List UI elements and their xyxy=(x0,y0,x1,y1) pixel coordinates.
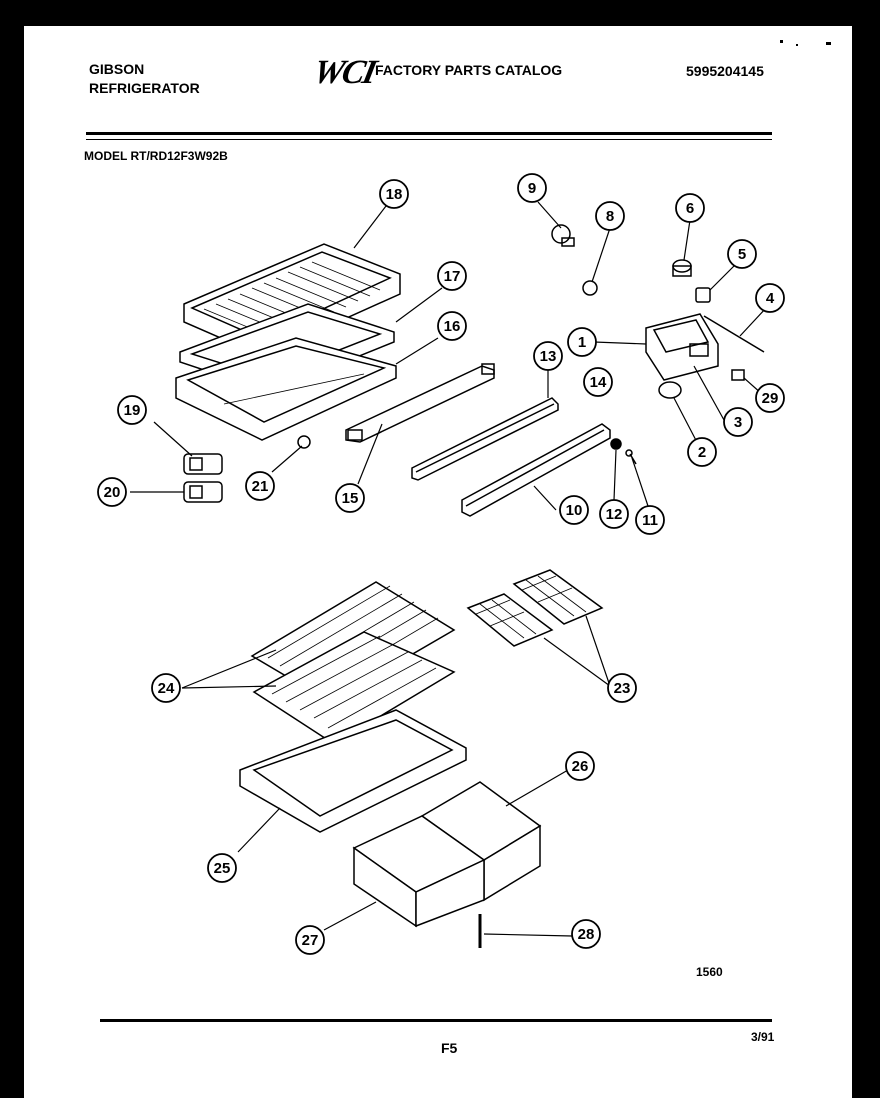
callout-12: 12 xyxy=(599,499,629,529)
svg-text:21: 21 xyxy=(252,478,269,495)
brand-name: GIBSON xyxy=(89,61,145,77)
svg-text:24: 24 xyxy=(158,680,175,697)
svg-text:13: 13 xyxy=(540,348,557,365)
lamp-bulb-part-9 xyxy=(551,224,575,247)
scan-speck xyxy=(826,42,831,45)
diagram-code: 1560 xyxy=(696,965,723,979)
callout-6: 6 xyxy=(675,193,705,223)
svg-text:11: 11 xyxy=(642,512,658,529)
svg-text:8: 8 xyxy=(606,208,614,225)
svg-text:5: 5 xyxy=(738,246,746,263)
svg-text:27: 27 xyxy=(302,932,319,949)
scan-speck xyxy=(780,40,783,43)
callout-23: 23 xyxy=(607,673,637,703)
svg-text:2: 2 xyxy=(698,444,706,461)
svg-text:26: 26 xyxy=(572,758,589,775)
callout-2: 2 xyxy=(687,437,717,467)
svg-text:6: 6 xyxy=(686,200,694,217)
wire-shelf-part-24 xyxy=(250,581,456,745)
svg-text:16: 16 xyxy=(444,318,461,335)
svg-text:29: 29 xyxy=(762,390,779,407)
svg-text:9: 9 xyxy=(528,180,536,197)
exploded-parts-diagram xyxy=(130,201,767,948)
catalog-title: FACTORY PARTS CATALOG xyxy=(375,62,563,78)
callout-9: 9 xyxy=(517,173,547,203)
callout-25: 25 xyxy=(207,853,237,883)
svg-text:25: 25 xyxy=(214,860,231,877)
header-rule-thin xyxy=(86,139,772,140)
svg-text:15: 15 xyxy=(342,490,359,507)
control-housing-part-1 xyxy=(645,313,719,381)
svg-text:23: 23 xyxy=(614,680,631,697)
ice-tray-part-23 xyxy=(466,569,604,647)
svg-text:10: 10 xyxy=(566,502,583,519)
parts-catalog-page: GIBSON REFRIGERATOR WCI FACTORY PARTS CA… xyxy=(24,26,852,1098)
callout-20: 20 xyxy=(97,477,127,507)
callout-4: 4 xyxy=(755,283,785,313)
callout-29: 29 xyxy=(755,383,785,413)
callout-16: 16 xyxy=(437,311,467,341)
callout-14: 14 xyxy=(583,367,613,397)
cover-part-3 xyxy=(689,343,709,357)
svg-text:17: 17 xyxy=(444,268,461,285)
rail-part-13 xyxy=(411,397,559,481)
bracket-part-19 xyxy=(183,453,223,475)
svg-text:19: 19 xyxy=(124,402,141,419)
callout-labels: 18 17 16 19 20 21 15 13 14 10 12 11 9 8 … xyxy=(97,173,785,955)
shelf-part-16 xyxy=(175,337,397,441)
callout-8: 8 xyxy=(595,201,625,231)
rail-part-10 xyxy=(461,423,611,517)
callout-15: 15 xyxy=(335,483,365,513)
screw-part-12 xyxy=(610,438,622,450)
svg-text:28: 28 xyxy=(578,926,595,943)
callout-24: 24 xyxy=(151,673,181,703)
svg-text:4: 4 xyxy=(766,290,775,307)
callout-11: 11 xyxy=(635,505,665,535)
callout-26: 26 xyxy=(565,751,595,781)
knob-part-6 xyxy=(672,259,692,277)
callout-19: 19 xyxy=(117,395,147,425)
svg-text:12: 12 xyxy=(606,506,623,523)
catalog-number: 5995204145 xyxy=(686,63,764,79)
socket-part-8 xyxy=(582,280,598,296)
svg-text:18: 18 xyxy=(386,186,403,203)
crisper-drawer-part-26 xyxy=(420,781,542,902)
callout-21: 21 xyxy=(245,471,275,501)
switch-part-5 xyxy=(695,287,711,303)
product-type: REFRIGERATOR xyxy=(89,80,200,96)
callout-13: 13 xyxy=(533,341,563,371)
clip-part-21 xyxy=(297,435,311,449)
screw-part-29 xyxy=(731,369,745,381)
svg-text:1: 1 xyxy=(578,334,586,351)
crisper-drawer-part-27 xyxy=(352,815,486,928)
bar-part-15 xyxy=(345,363,495,443)
dial-part-2 xyxy=(658,381,682,399)
model-number: MODEL RT/RD12F3W92B xyxy=(84,149,228,163)
callout-27: 27 xyxy=(295,925,325,955)
svg-text:14: 14 xyxy=(590,374,607,391)
callout-5: 5 xyxy=(727,239,757,269)
callout-1: 1 xyxy=(567,327,597,357)
svg-text:3: 3 xyxy=(734,414,742,431)
svg-text:20: 20 xyxy=(104,484,121,501)
leader-lines xyxy=(130,201,767,937)
date-code: 3/91 xyxy=(751,1030,775,1044)
callout-10: 10 xyxy=(559,495,589,525)
callout-18: 18 xyxy=(379,179,409,209)
page-code: F5 xyxy=(441,1040,458,1056)
scan-speck xyxy=(796,44,798,46)
callout-17: 17 xyxy=(437,261,467,291)
screw-part-11 xyxy=(625,449,637,465)
wire-part-4 xyxy=(703,315,765,353)
footer-rule-thick xyxy=(100,1019,772,1022)
callout-28: 28 xyxy=(571,919,601,949)
header-rule-thick xyxy=(86,132,772,135)
crisper-cover-part-25 xyxy=(239,709,467,833)
callout-3: 3 xyxy=(723,407,753,437)
